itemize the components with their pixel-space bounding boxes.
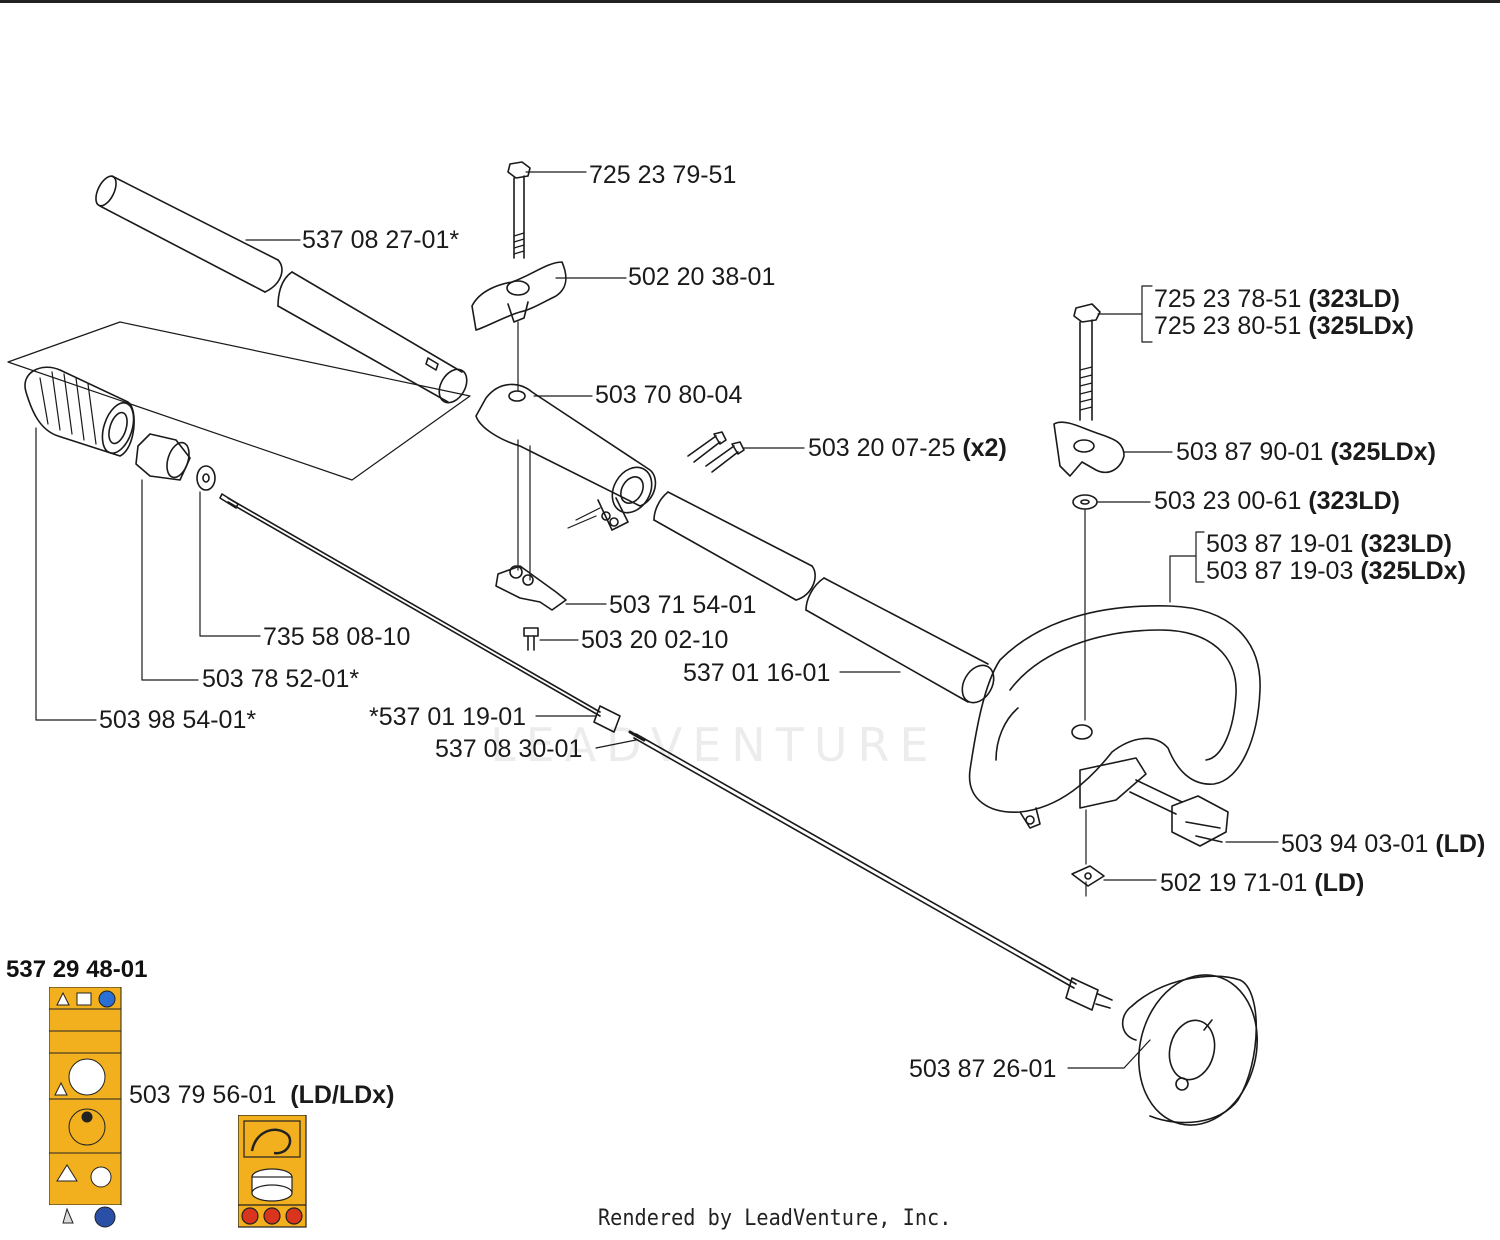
trimmer-head-decal bbox=[238, 1115, 307, 1228]
bracket-plate bbox=[495, 565, 567, 611]
label-725-23-80-51[interactable]: 725 23 80-51 (325LDx) bbox=[1154, 312, 1414, 340]
knob-wing bbox=[471, 261, 567, 331]
square-nut bbox=[1071, 865, 1105, 887]
blade-warning-icon bbox=[56, 1164, 78, 1182]
grip-kit-box bbox=[7, 321, 471, 481]
label-537-01-16-01[interactable]: 537 01 16-01 bbox=[683, 659, 831, 687]
warning-triangle-icon bbox=[56, 991, 70, 1006]
label-503-87-90-01[interactable]: 503 87 90-01 (325LDx) bbox=[1176, 438, 1436, 466]
washer-handle bbox=[1072, 494, 1098, 510]
label-537-08-30-01[interactable]: 537 08 30-01 bbox=[435, 735, 583, 763]
switch-connector bbox=[1129, 779, 1229, 847]
label-725-23-78-51[interactable]: 725 23 78-51 (323LD) bbox=[1154, 285, 1400, 313]
bolt-upper bbox=[507, 161, 531, 259]
warning-decal-strip bbox=[49, 987, 122, 1229]
operator-distance-icon bbox=[81, 1111, 93, 1123]
label-503-87-19-01[interactable]: 503 87 19-01 (323LD) bbox=[1206, 530, 1452, 558]
spool-icon bbox=[251, 1184, 293, 1202]
screws-pair bbox=[687, 431, 745, 473]
label-503-71-54-01[interactable]: 503 71 54-01 bbox=[609, 591, 757, 619]
label-537-01-19-01[interactable]: *537 01 19-01 bbox=[369, 703, 527, 731]
knob-handle bbox=[1053, 421, 1125, 477]
manual-book-icon bbox=[76, 992, 92, 1006]
prohibit-icon-1 bbox=[241, 1207, 259, 1225]
leader-lines bbox=[35, 171, 1279, 1069]
loop-handle bbox=[968, 605, 1261, 829]
label-502-20-38-01[interactable]: 502 20 38-01 bbox=[628, 263, 776, 291]
prohibit-icon-3 bbox=[285, 1207, 303, 1225]
label-503-78-52-01[interactable]: 503 78 52-01* bbox=[202, 665, 360, 693]
label-503-79-56-01[interactable]: 503 79 56-01 (LD/LDx) bbox=[129, 1081, 395, 1109]
label-503-98-54-01[interactable]: 503 98 54-01* bbox=[99, 706, 257, 734]
trimmer-line-icon bbox=[250, 1128, 292, 1155]
decal-kit-part-number[interactable]: 537 29 48-01 bbox=[6, 956, 148, 983]
top-border bbox=[0, 0, 1500, 3]
bolt-handle bbox=[1073, 303, 1101, 421]
label-503-20-07-25[interactable]: 503 20 07-25 (x2) bbox=[808, 434, 1007, 462]
footer-credit: Rendered by LeadVenture, Inc. bbox=[598, 1206, 952, 1231]
watermark-text: LEADVENTURE bbox=[490, 718, 939, 772]
label-502-19-71-01[interactable]: 502 19 71-01 (LD) bbox=[1160, 869, 1365, 897]
label-725-23-79-51[interactable]: 725 23 79-51 bbox=[589, 161, 737, 189]
label-503-94-03-01[interactable]: 503 94 03-01 (LD) bbox=[1281, 830, 1486, 858]
lower-shaft-tube bbox=[653, 491, 995, 704]
washer-small bbox=[196, 465, 216, 491]
label-735-58-08-10[interactable]: 735 58 08-10 bbox=[263, 623, 411, 651]
thrown-objects-icon bbox=[68, 1058, 106, 1096]
upper-shaft-tube bbox=[95, 175, 468, 404]
label-503-20-02-10[interactable]: 503 20 02-10 bbox=[581, 626, 729, 654]
label-537-08-27-01[interactable]: 537 08 27-01* bbox=[302, 226, 460, 254]
label-503-23-00-61[interactable]: 503 23 00-61 (323LD) bbox=[1154, 487, 1400, 515]
handle-grip bbox=[24, 366, 135, 457]
ear-protection-icon bbox=[98, 990, 116, 1008]
label-503-87-19-03[interactable]: 503 87 19-03 (325LDx) bbox=[1206, 557, 1466, 585]
screw-small bbox=[523, 627, 539, 651]
label-503-87-26-01[interactable]: 503 87 26-01 bbox=[909, 1055, 1057, 1083]
prohibit-icon-2 bbox=[263, 1207, 281, 1225]
drive-shaft bbox=[219, 493, 1113, 1011]
grip-nut bbox=[135, 433, 191, 481]
recycle-info-icon bbox=[94, 1206, 116, 1228]
label-503-70-80-04[interactable]: 503 70 80-04 bbox=[595, 381, 743, 409]
clutch-drum bbox=[1121, 974, 1259, 1126]
handle-clamp bbox=[475, 383, 657, 531]
